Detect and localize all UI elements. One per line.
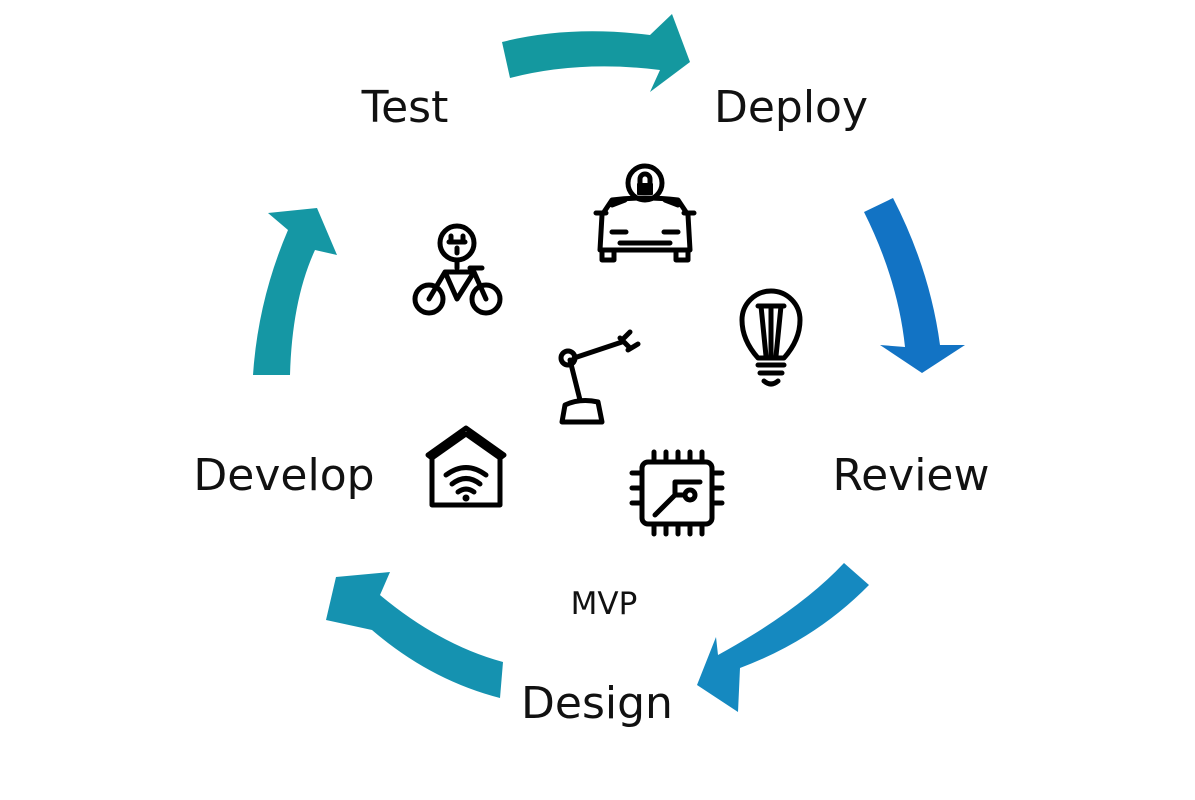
arrow-test-to-deploy (502, 14, 690, 92)
stage-label-test: Test (361, 82, 449, 133)
smart-home-icon (425, 425, 507, 508)
microchip-icon (629, 449, 725, 537)
arrow-design-to-develop (326, 572, 503, 698)
ebike-icon (412, 223, 503, 316)
arrow-deploy-to-review (864, 198, 965, 373)
lightbulb-icon (739, 288, 803, 387)
stage-label-deploy: Deploy (714, 82, 868, 133)
stage-label-design: Design (521, 678, 673, 729)
stage-label-develop: Develop (193, 450, 374, 501)
connected-car-icon (593, 163, 697, 263)
center-label-mvp: MVP (571, 586, 638, 622)
cycle-arrows (253, 14, 965, 712)
icons (412, 163, 803, 537)
robot-arm-icon (558, 329, 641, 425)
arrow-develop-to-test (253, 208, 337, 375)
stage-label-review: Review (833, 450, 990, 501)
stage-labels: Test Deploy Review Design Develop (193, 82, 989, 729)
arrow-review-to-design (697, 563, 869, 712)
